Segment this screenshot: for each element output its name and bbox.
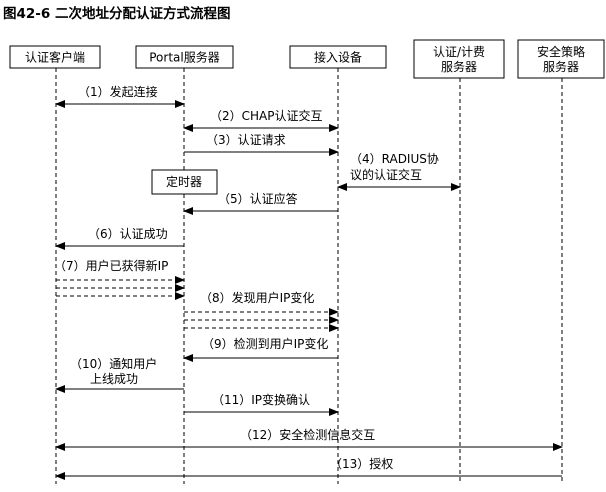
message-2: （2）CHAP认证交互	[183, 108, 339, 132]
participant-label: 认证/计费	[433, 45, 485, 59]
participant-label: 服务器	[441, 59, 477, 74]
timer-rect	[151, 169, 218, 195]
message-label: （11）IP变换确认	[212, 392, 310, 407]
message-9: （9）检测到用户IP变化	[183, 336, 338, 362]
message-label: （3）认证请求	[206, 133, 286, 147]
lifelines	[55, 68, 563, 484]
participant-box	[289, 45, 387, 69]
timer-box: 定时器	[151, 169, 218, 195]
message-label: （10）通知用户	[70, 356, 157, 371]
participant-label: 认证客户端	[25, 50, 85, 65]
participant-label: Portal服务器	[149, 50, 219, 65]
message-label: 议的认证交互	[350, 167, 422, 182]
participant-box	[135, 45, 234, 69]
message-8: （8）发现用户IP变化	[184, 290, 339, 332]
participant-box	[413, 39, 505, 79]
messages: （1）发起连接 （2）CHAP认证交互 （3）认证请求 （4）RADIUS协议的认证交…	[54, 84, 563, 480]
message-label: （6）认证成功	[88, 227, 168, 241]
message-label: （12）安全检测信息交互	[240, 427, 375, 442]
participant-label: 服务器	[543, 59, 579, 74]
message-6: （6）认证成功	[55, 227, 184, 250]
participant-access: 接入设备	[289, 45, 387, 69]
message-label: （9）检测到用户IP变化	[202, 336, 328, 351]
timer-label: 定时器	[166, 174, 202, 189]
participant-portal: Portal服务器	[135, 45, 234, 69]
message-5: （5）认证应答	[183, 191, 338, 215]
participant-label: 接入设备	[314, 50, 362, 65]
message-label: （1）发起连接	[78, 84, 158, 99]
message-12: （12）安全检测信息交互	[55, 427, 563, 451]
message-3: （3）认证请求	[184, 133, 339, 156]
message-label: （5）认证应答	[218, 191, 298, 206]
message-label: （7）用户已获得新IP	[54, 258, 168, 273]
participant-label: 安全策略	[537, 44, 585, 59]
participant-client: 认证客户端	[9, 45, 101, 69]
message-13: （13）授权	[55, 456, 562, 480]
message-label: （8）发现用户IP变化	[200, 290, 314, 305]
participant-box	[9, 45, 101, 69]
participant-box	[517, 39, 605, 79]
diagram-title: 图42-6 二次地址分配认证方式流程图	[3, 5, 230, 22]
message-label: （13）授权	[330, 456, 393, 471]
message-label: （2）CHAP认证交互	[210, 108, 322, 123]
message-11: （11）IP变换确认	[184, 392, 339, 416]
message-1: （1）发起连接	[55, 84, 185, 108]
message-7: （7）用户已获得新IP	[54, 258, 185, 300]
message-label: 上线成功	[90, 372, 138, 386]
message-label: （4）RADIUS协	[350, 151, 439, 166]
